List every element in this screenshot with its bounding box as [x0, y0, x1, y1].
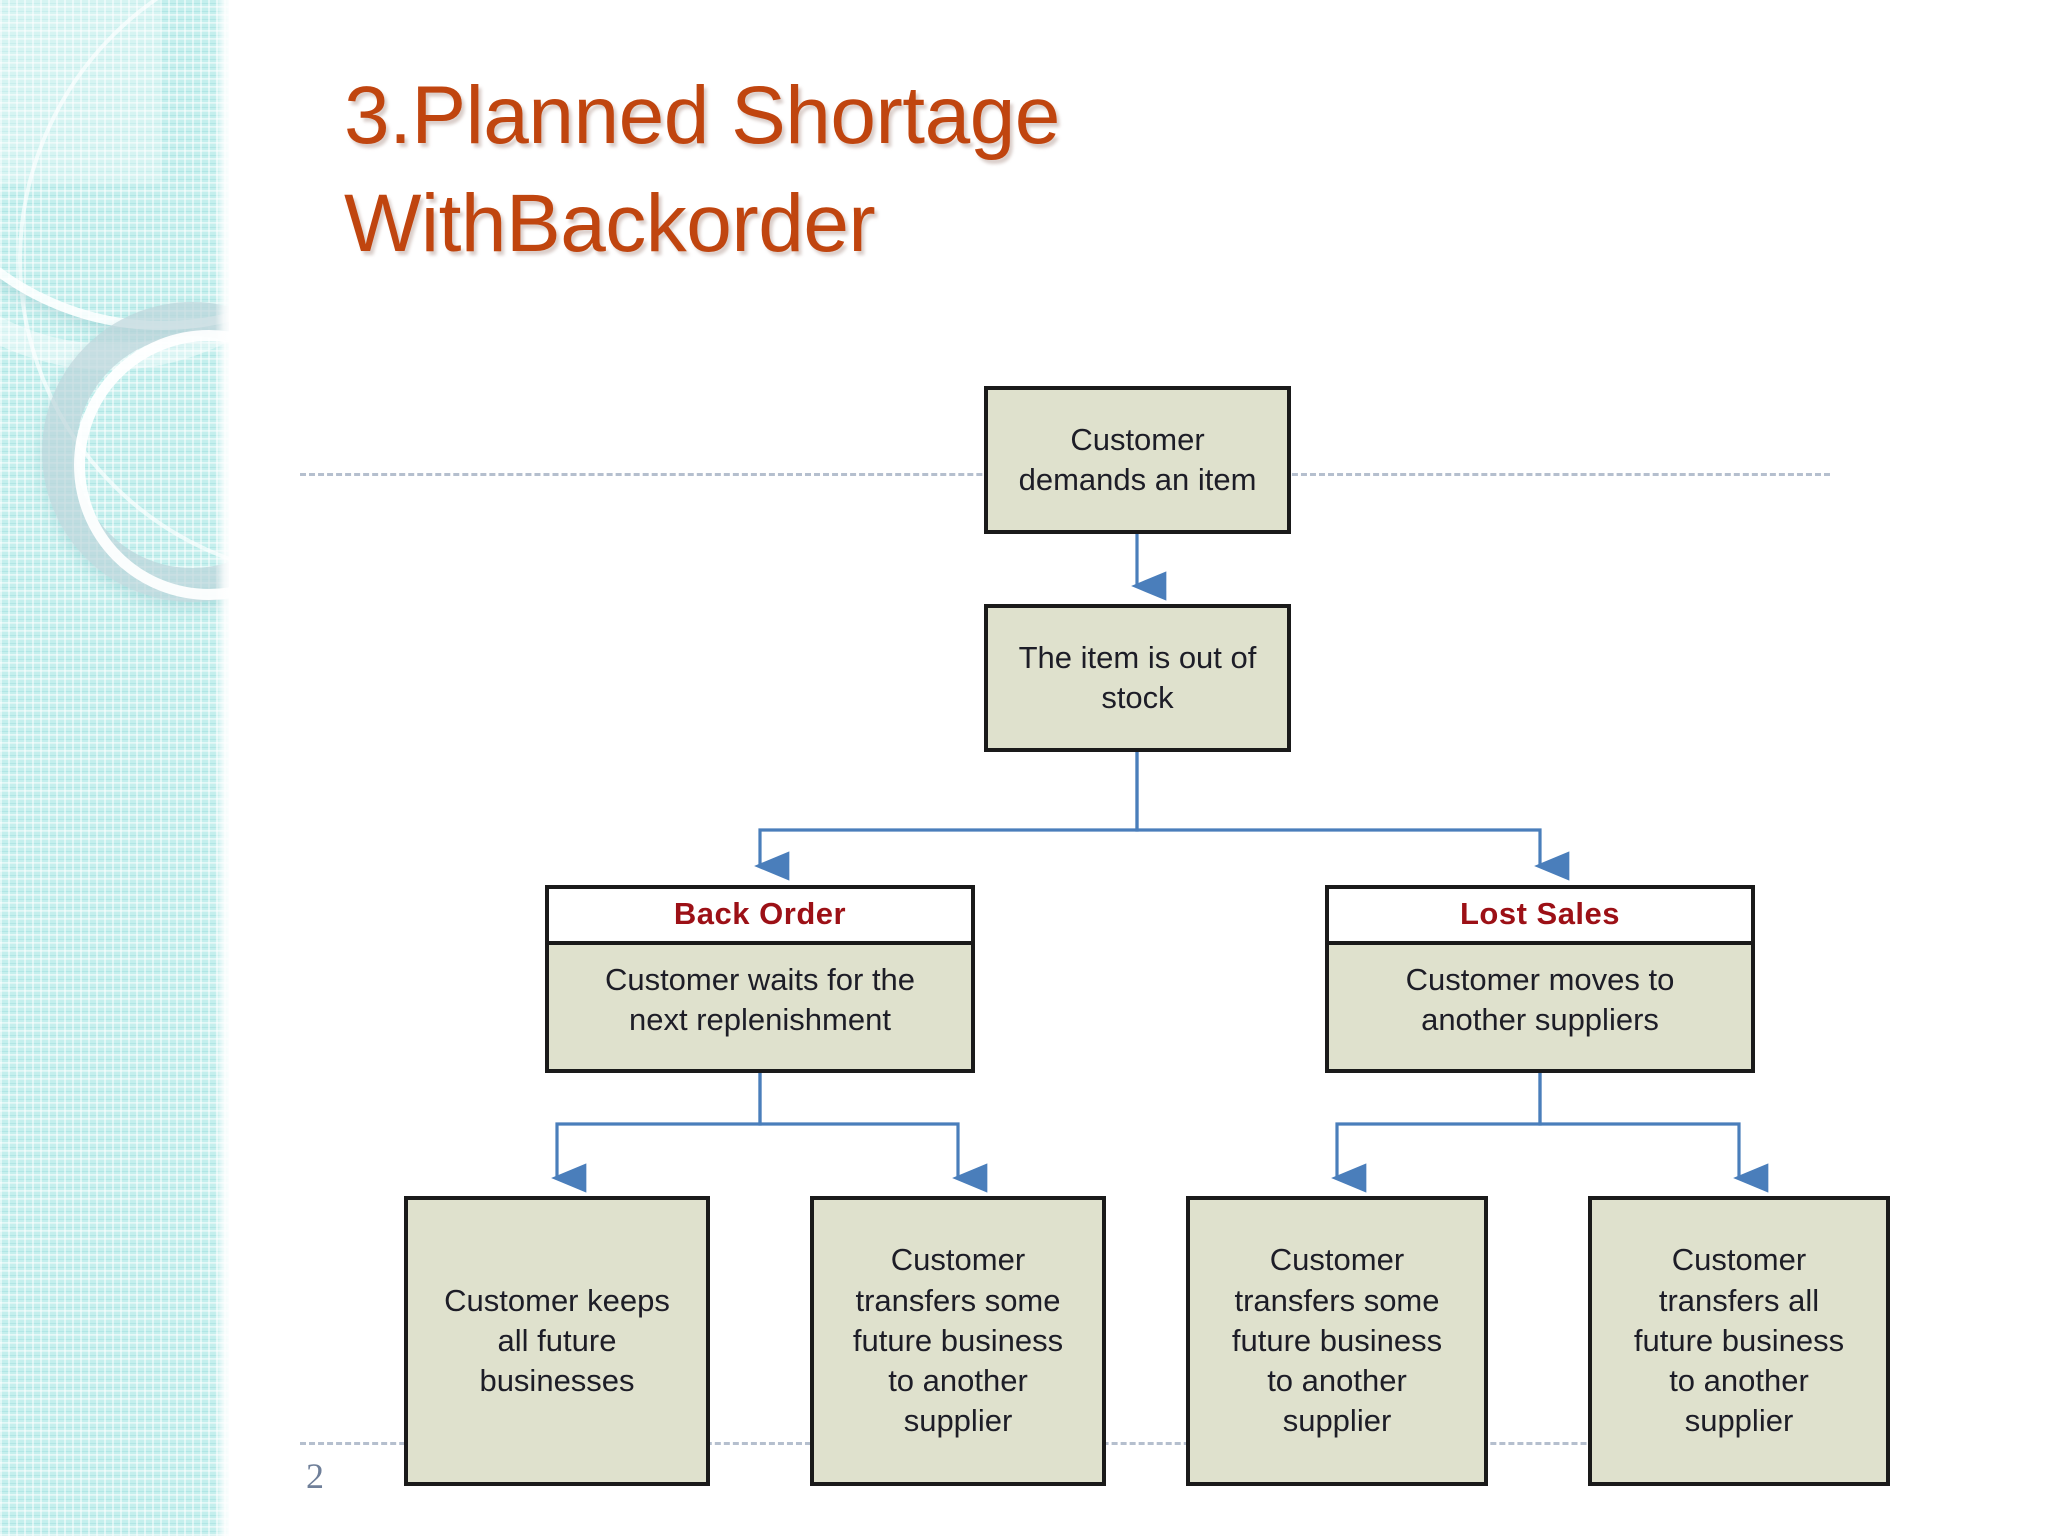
- node-back-order-header: Back Order: [549, 889, 971, 945]
- sidebar-edge-fade: [215, 0, 229, 1536]
- node-back-order: Back Order Customer waits for the next r…: [545, 885, 975, 1073]
- decorative-sidebar: [0, 0, 229, 1536]
- node-customer-demands-an-item: Customer demands an item: [984, 386, 1291, 534]
- edge-lostsales-to-leaf3: [1331, 1073, 1542, 1193]
- node-customer-keeps-all-future-businesses: Customer keeps all future businesses: [404, 1196, 710, 1486]
- edge-backorder-to-leaf1: [551, 1073, 762, 1193]
- page-title: 3.Planned Shortage WithBackorder: [344, 70, 1060, 270]
- edge-lostsales-to-leaf4: [1538, 1073, 1769, 1193]
- node-backorder-transfers-some-future-business: Customer transfers some future business …: [810, 1196, 1106, 1486]
- node-item-out-of-stock: The item is out of stock: [984, 604, 1291, 752]
- node-back-order-body: Customer waits for the next replenishmen…: [604, 961, 916, 1037]
- edge-oos-to-backorder: [754, 752, 1139, 881]
- page-number: 2: [306, 1456, 324, 1496]
- node-lostsales-transfers-all-future-business: Customer transfers all future business t…: [1588, 1196, 1890, 1486]
- edge-oos-to-lostsales: [1135, 752, 1570, 881]
- node-lost-sales-header: Lost Sales: [1329, 889, 1751, 945]
- edge-backorder-to-leaf2: [758, 1073, 988, 1193]
- node-lost-sales-body: Customer moves to another suppliers: [1405, 961, 1675, 1037]
- node-lostsales-transfers-some-future-business: Customer transfers some future business …: [1186, 1196, 1488, 1486]
- node-lost-sales: Lost Sales Customer moves to another sup…: [1325, 885, 1755, 1073]
